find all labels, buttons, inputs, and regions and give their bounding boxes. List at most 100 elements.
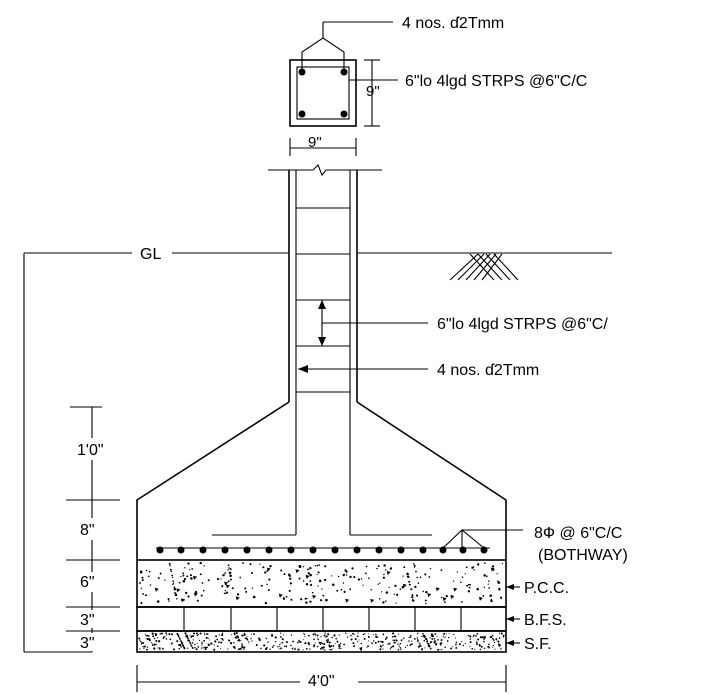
sf-speckle [473, 634, 475, 637]
sf-speckle [431, 640, 433, 643]
sf-speckle [233, 647, 236, 649]
pcc-speckle [227, 569, 229, 571]
pcc-speckle [224, 572, 227, 574]
pcc-speckle [490, 598, 493, 601]
pcc-speckle [322, 594, 325, 597]
pcc-speckle [501, 562, 504, 565]
sf-speckle [399, 642, 402, 645]
sf-speckle [209, 639, 211, 641]
sf-speckle [171, 642, 173, 644]
pcc-speckle [343, 590, 346, 593]
pcc-speckle [191, 568, 194, 570]
sf-speckle [367, 640, 369, 642]
sf-speckle [455, 643, 457, 646]
sf-speckle [394, 635, 397, 638]
sf-speckle [290, 644, 292, 647]
pcc-speckle [173, 586, 176, 589]
sf-speckle [144, 633, 147, 635]
sf-speckle [422, 633, 424, 635]
sf-speckle [166, 634, 168, 636]
pcc-speckle [422, 590, 424, 593]
sf-speckle [191, 642, 194, 644]
sf-speckle [154, 634, 158, 637]
sf-speckle [161, 632, 163, 635]
sf-speckle [171, 633, 174, 636]
sf-speckle [291, 647, 294, 650]
sf-speckle [393, 639, 396, 642]
pcc-speckle [389, 567, 393, 570]
sf-speckle [282, 634, 284, 636]
sf-speckle [168, 632, 171, 636]
sf-speckle [324, 649, 326, 651]
sf-speckle [220, 637, 222, 640]
sf-speckle [322, 646, 325, 649]
corner-bar [340, 110, 348, 118]
sf-speckle [281, 642, 284, 644]
pcc-speckle [395, 602, 397, 604]
sf-speckle [439, 642, 442, 645]
column-elevation: 6"lo 4lgd STRPS @6"C/ 4 nos. ɗ2Tmm [268, 164, 608, 535]
sf-speckle [400, 648, 402, 651]
sf-speckle [153, 648, 156, 650]
pcc-speckle [460, 581, 462, 584]
sf-speckle [483, 639, 485, 641]
pcc-speckle [282, 597, 286, 600]
sf-speckle [338, 644, 341, 647]
sf-speckle [192, 647, 194, 650]
pcc-speckle [249, 563, 252, 566]
sf-speckle [322, 648, 324, 650]
pcc-speckle [416, 576, 419, 579]
pcc-speckle [317, 571, 320, 574]
pcc-speckle [298, 564, 302, 568]
sf-speckle [398, 645, 400, 647]
sf-speckle [421, 648, 423, 651]
sf-speckle [455, 647, 458, 649]
pcc-speckle [223, 592, 226, 595]
sf-speckle [499, 632, 501, 634]
sf-speckle [391, 632, 394, 635]
pcc-speckle [489, 594, 492, 597]
pcc-aggregate [193, 575, 198, 580]
pcc-speckle [164, 579, 166, 581]
pcc-speckle [368, 577, 370, 580]
sf-speckle [298, 639, 300, 642]
pcc-speckle [139, 571, 143, 574]
pcc-speckle [332, 583, 335, 586]
pcc-speckle [172, 580, 175, 583]
sf-speckle [388, 642, 391, 645]
sf-speckle [221, 634, 224, 637]
sf-speckle [241, 643, 243, 645]
pcc-aggregate [442, 597, 447, 602]
sf-speckle [381, 641, 384, 644]
pcc-speckle [227, 564, 230, 566]
pcc-speckle [266, 583, 268, 586]
pcc-speckle [302, 580, 305, 582]
sf-speckle [409, 636, 411, 639]
elevation-main-bars-label: 4 nos. ɗ2Tmm [437, 362, 539, 379]
sf-speckle [179, 644, 182, 647]
pcc-speckle [264, 571, 267, 574]
sf-speckle [196, 634, 198, 637]
sf-speckle [145, 638, 147, 640]
sf-speckle [157, 647, 159, 649]
pcc-speckle [344, 569, 347, 572]
sf-speckle [207, 643, 209, 645]
sf-speckle [182, 645, 185, 648]
sf-speckle [423, 639, 426, 642]
pcc-aggregate [490, 567, 495, 572]
sf-speckle [360, 642, 363, 645]
sf-speckle [439, 644, 442, 646]
arrowhead [506, 640, 514, 646]
sf-speckle [453, 633, 455, 636]
sf-speckle [218, 634, 221, 636]
sf-speckle [497, 640, 500, 643]
sf-speckle [372, 640, 375, 642]
sf-speckle [324, 636, 326, 638]
pcc-speckle [487, 580, 490, 582]
sf-speckle [389, 648, 392, 650]
pcc-speckle [466, 584, 469, 587]
pcc-speckle [388, 586, 390, 589]
pcc-speckle [384, 569, 387, 571]
brick-joints [183, 607, 462, 631]
sf-speckle [400, 639, 402, 641]
